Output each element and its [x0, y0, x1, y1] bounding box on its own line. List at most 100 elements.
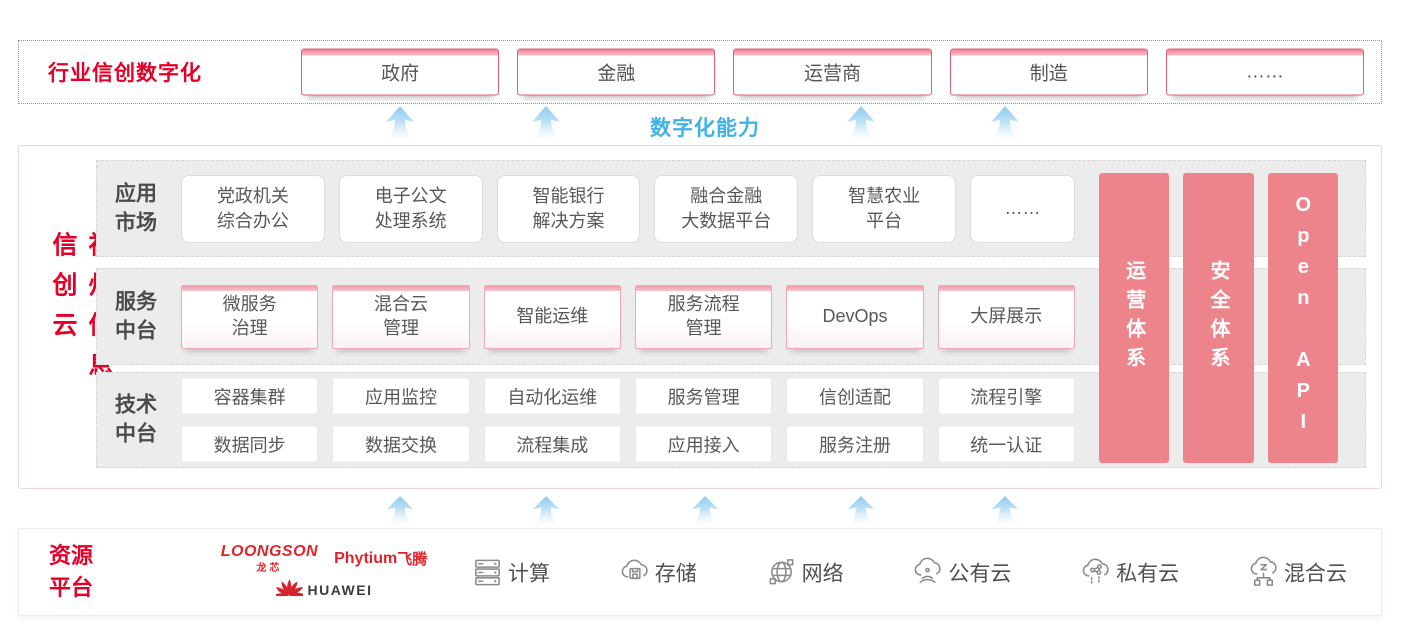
service-card: 大屏展示 [937, 284, 1075, 349]
resource-item: 计算 [471, 556, 550, 589]
app-card-label: 平台 [866, 210, 903, 231]
service-card-label: 管理 [685, 317, 722, 338]
compute-icon [471, 556, 504, 589]
app-card-label: 智慧农业 [848, 186, 921, 207]
tech-row: 容器集群应用监控自动化运维服务管理信创适配流程引擎 [181, 377, 1075, 415]
hybrid-cloud-icon [1247, 556, 1280, 589]
resource-label: 私有云 [1116, 562, 1180, 585]
private-cloud-icon [1079, 556, 1112, 589]
tech-grid: 容器集群应用监控自动化运维服务管理信创适配流程引擎数据同步数据交换流程集成应用接… [181, 377, 1075, 463]
tech-card: 自动化运维 [483, 377, 621, 415]
up-arrow-icon [841, 496, 881, 527]
phytium-chinese-label: 飞腾 [397, 551, 428, 568]
tech-card: 流程集成 [483, 425, 621, 463]
huawei-wordmark: HUAWEI [307, 582, 373, 598]
app-card-label: …… [1004, 198, 1041, 219]
service-card-label: 管理 [382, 317, 419, 338]
storage-icon [618, 556, 651, 589]
service-card-label: 智能运维 [516, 305, 589, 326]
resource-label: 计算 [508, 562, 550, 585]
tech-row: 数据同步数据交换流程集成应用接入服务注册统一认证 [181, 425, 1075, 463]
phytium-logo: Phytium 飞腾 [334, 548, 427, 569]
app-card-label: 电子公文 [374, 186, 447, 207]
public-cloud-icon [911, 556, 944, 589]
service-card: 混合云管理 [332, 284, 470, 349]
app-card-label: 综合办公 [216, 210, 289, 231]
vendor-logos: LOONGSON 龙芯 Phytium 飞腾 HUAWEI [209, 543, 439, 604]
industry-band: 行业信创数字化 政府 金融 运营商 制造 …… [18, 40, 1382, 104]
service-card-label: 微服务 [222, 294, 277, 315]
industry-label: 金融 [597, 63, 636, 85]
tech-card: 容器集群 [181, 377, 319, 415]
resource-item: 混合云 [1247, 556, 1347, 589]
pillar: 安全体系 [1183, 173, 1254, 463]
resource-label: 公有云 [948, 562, 1012, 585]
service-card-label: 服务流程 [667, 294, 740, 315]
industry-card: …… [1165, 48, 1365, 96]
industry-label: 制造 [1029, 63, 1068, 85]
resource-arrows [0, 496, 1402, 527]
resource-item: 私有云 [1079, 556, 1179, 589]
service-card-label: DevOps [822, 305, 888, 326]
app-card: 电子公文处理系统 [338, 174, 483, 243]
app-card-list: 党政机关综合办公电子公文处理系统智能银行解决方案融合金融大数据平台智慧农业平台…… [181, 174, 1075, 243]
up-arrow-icon [985, 496, 1025, 527]
network-icon [765, 556, 798, 589]
industry-card: 政府 [301, 48, 500, 96]
resource-item: 网络 [765, 556, 844, 589]
app-card: …… [969, 174, 1075, 243]
resource-platform-box: 资源平台 LOONGSON 龙芯 Phytium 飞腾 HUAWEI 计算 存储 网… [18, 528, 1382, 616]
up-arrow-icon [840, 106, 882, 143]
tech-card: 信创适配 [786, 377, 924, 415]
service-card: 智能运维 [483, 284, 621, 349]
huawei-flower-icon [273, 579, 305, 604]
resource-platform-title: 资源平台 [49, 543, 94, 600]
pillar: Open API [1267, 173, 1338, 463]
industry-label: 政府 [381, 63, 420, 85]
tech-card: 数据同步 [181, 425, 319, 463]
tech-platform-label: 技术中台 [115, 393, 157, 446]
service-card: 服务流程管理 [634, 284, 773, 349]
tech-card: 服务注册 [786, 425, 924, 463]
phytium-wordmark: Phytium [334, 549, 398, 567]
industry-card: 金融 [517, 48, 716, 96]
resource-label: 混合云 [1283, 562, 1347, 585]
industry-card: 运营商 [733, 48, 932, 96]
industry-list: 政府 金融 运营商 制造 …… [301, 48, 1365, 96]
app-card: 智慧农业平台 [812, 174, 956, 243]
resource-label: 存储 [654, 562, 697, 585]
app-card-label: 解决方案 [532, 210, 605, 231]
up-arrow-icon [685, 496, 725, 527]
tech-card: 流程引擎 [937, 377, 1075, 415]
loongson-wordmark: LOONGSON [220, 543, 319, 560]
loongson-logo: LOONGSON 龙芯 [221, 543, 318, 574]
loongson-chinese-label: 龙芯 [256, 563, 283, 574]
service-card-label: 治理 [231, 317, 268, 338]
industry-label: 运营商 [804, 63, 862, 85]
resource-label: 网络 [801, 562, 844, 585]
pillar: 运营体系 [1099, 173, 1170, 463]
industry-band-title: 行业信创数字化 [48, 62, 202, 85]
app-card: 党政机关综合办公 [181, 174, 325, 243]
service-platform-label: 服务中台 [115, 290, 157, 343]
huawei-logo: HUAWEI [273, 579, 373, 604]
industry-card: 制造 [949, 48, 1148, 96]
app-card: 融合金融大数据平台 [654, 174, 799, 243]
app-card-label: 党政机关 [216, 186, 289, 207]
app-card-label: 融合金融 [690, 186, 763, 207]
tech-card: 数据交换 [332, 425, 470, 463]
app-market-label: 应用市场 [115, 182, 157, 235]
up-arrow-icon [379, 106, 421, 143]
up-arrow-icon [525, 106, 567, 143]
industry-label: …… [1245, 61, 1284, 82]
up-arrow-icon [984, 106, 1026, 143]
resource-list: 计算 存储 网络 公有云 私有云 混合云 [471, 556, 1347, 589]
tech-card: 应用接入 [634, 425, 773, 463]
app-card-label: 处理系统 [374, 210, 447, 231]
app-card-label: 智能银行 [532, 186, 605, 207]
up-arrow-icon [526, 496, 566, 527]
tech-card: 服务管理 [634, 377, 773, 415]
digital-capability-label: 数字化能力 [650, 117, 760, 140]
